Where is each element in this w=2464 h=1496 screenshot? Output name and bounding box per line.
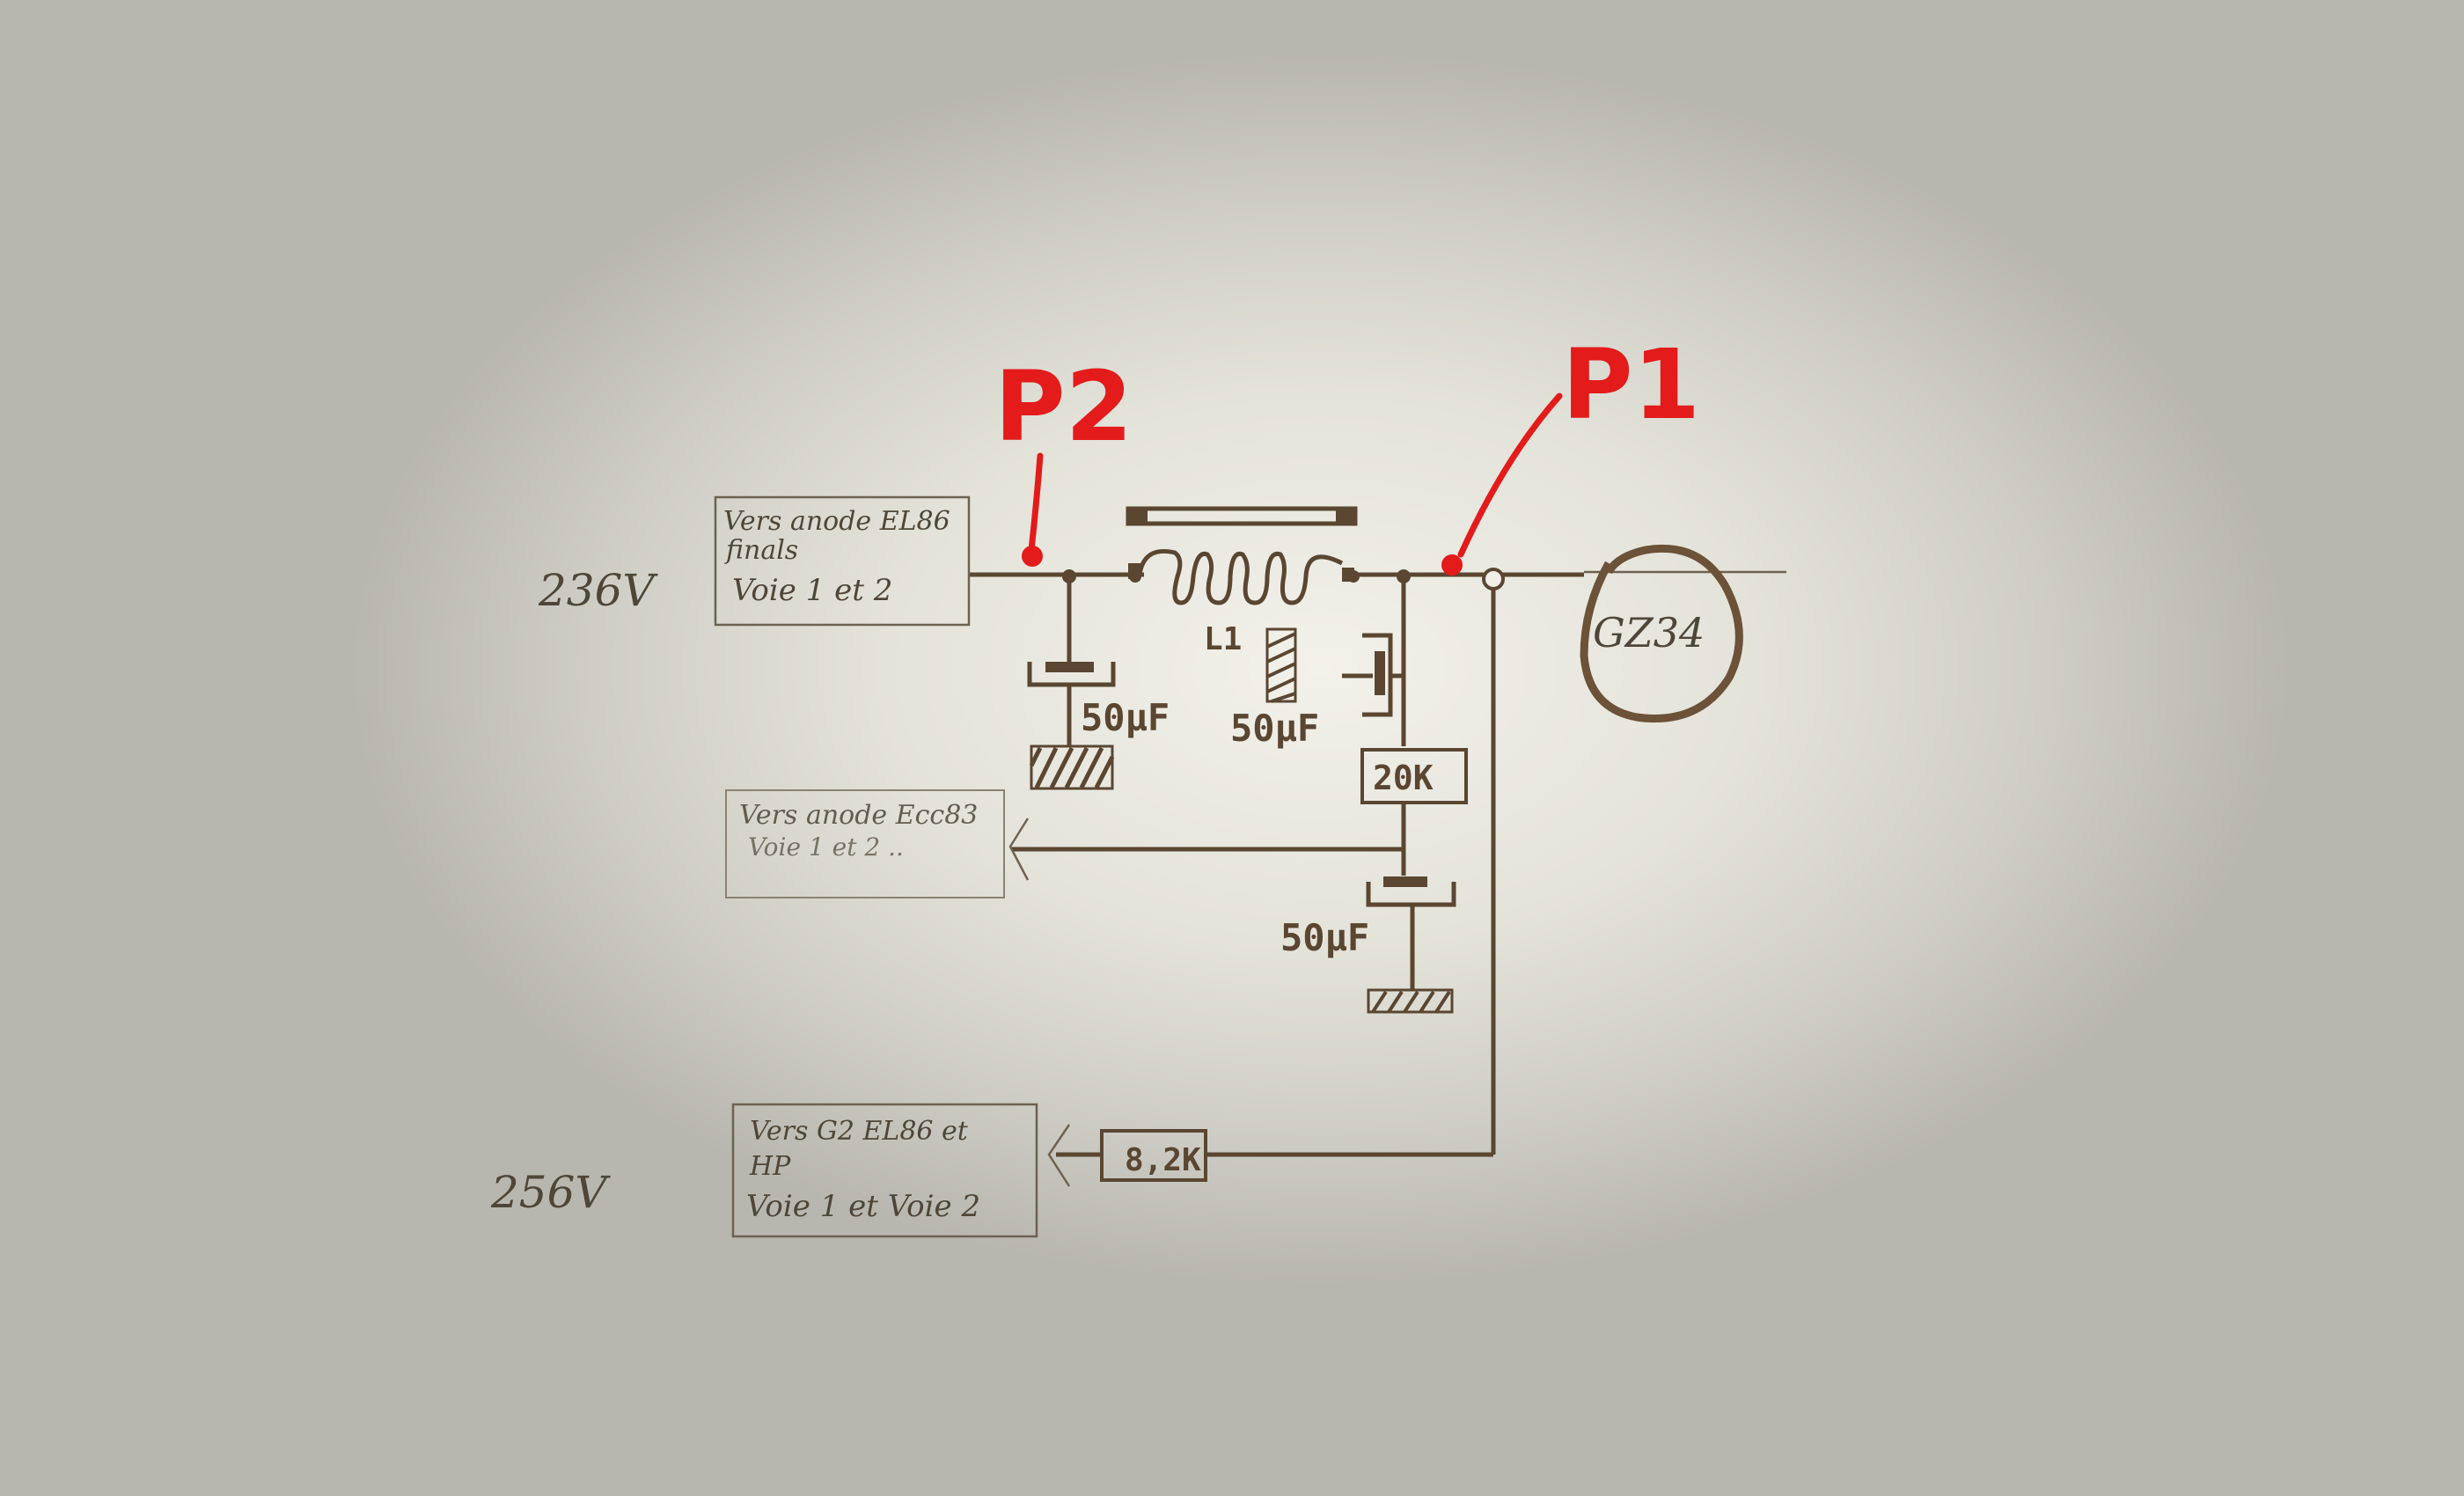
- box-ecc83-anode: Vers anode Ecc83 Voie 1 et 2 ..: [725, 789, 1005, 898]
- capacitor-2: 50µF: [1230, 576, 1406, 750]
- ecc83-line1: Vers anode Ecc83: [739, 800, 978, 831]
- cap1-label: 50µF: [1081, 696, 1170, 739]
- res1-label: 20K: [1373, 759, 1434, 797]
- box-el86-anode: Vers anode EL86 finals Voie 1 et 2: [714, 495, 971, 627]
- g2-line1: Vers G2 EL86 et: [750, 1116, 969, 1147]
- ecc83-feed-wire: [1008, 818, 1404, 881]
- main-bus: [970, 570, 1786, 577]
- cap3-label: 50µF: [1280, 916, 1369, 959]
- g2-line2: HP: [749, 1151, 791, 1182]
- inductor-label: L1: [1204, 621, 1242, 657]
- el86-line2: finals: [724, 535, 798, 566]
- p1-label: P1: [1562, 328, 1700, 441]
- capacitor-3: 50µF: [1280, 876, 1456, 1014]
- ground-symbol-1: [1029, 744, 1115, 790]
- el86-line3: Voie 1 et 2: [732, 573, 892, 608]
- rectifier-tube-gz34: GZ34: [1580, 544, 1743, 723]
- p2-label: P2: [994, 350, 1133, 463]
- inductor-l1: L1: [1126, 506, 1358, 657]
- ground-symbol-3: [1367, 988, 1454, 1014]
- open-terminal: [1482, 568, 1505, 590]
- g2-line3: Voie 1 et Voie 2: [746, 1189, 980, 1224]
- box-g2-el86: Vers G2 EL86 et HP Voie 1 et Voie 2: [731, 1103, 1038, 1238]
- marker-p1: P1: [1441, 328, 1700, 576]
- voltage-236: 236V: [538, 565, 658, 616]
- g2-feed: 8,2K: [1047, 590, 1496, 1187]
- el86-line1: Vers anode EL86: [723, 506, 950, 537]
- marker-p2: P2: [994, 350, 1133, 567]
- capacitor-1: 50µF: [1027, 576, 1170, 790]
- ecc83-line2: Voie 1 et 2 ..: [748, 832, 904, 862]
- voltage-256: 256V: [490, 1167, 611, 1218]
- tube-label: GZ34: [1593, 609, 1705, 656]
- resistor-20k: 20K: [1360, 748, 1468, 876]
- ground-symbol-2: [1265, 627, 1297, 703]
- cap2-label: 50µF: [1230, 707, 1319, 750]
- res2-label: 8,2K: [1125, 1142, 1201, 1178]
